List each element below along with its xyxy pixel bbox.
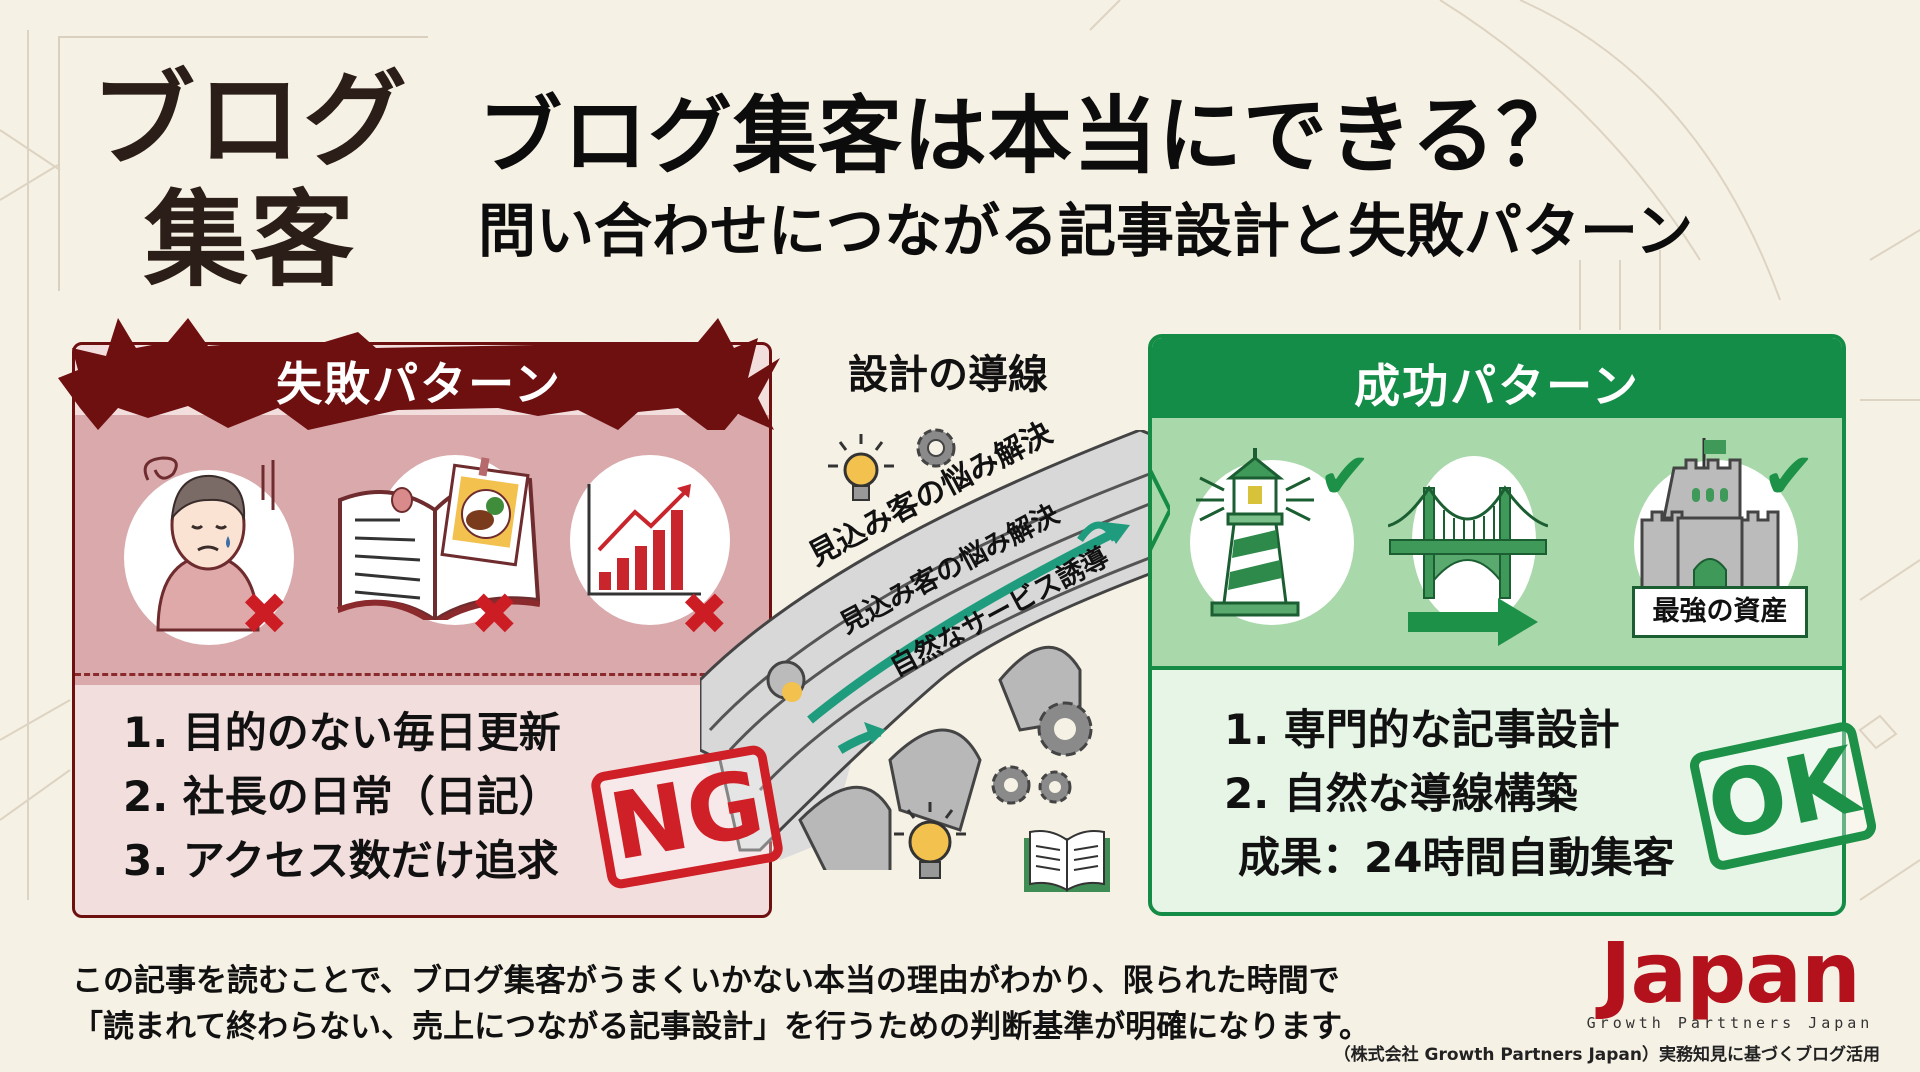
castle-icon — [1640, 438, 1780, 602]
lightbulb-icon — [894, 802, 966, 879]
success-list: 1. 専門的な記事設計 2. 自然な導線構築 成果：24時間自動集客 — [1224, 698, 1674, 890]
check-icon: ✔ — [1318, 440, 1372, 514]
check-icon: ✔ — [1762, 440, 1816, 514]
page-subtitle: 問い合わせにつながる記事設計と失敗パターン — [478, 197, 1694, 265]
tag-frame — [58, 36, 428, 291]
book-icon — [1024, 830, 1110, 892]
cross-icon: ✖ — [240, 580, 289, 648]
cross-icon: ✖ — [680, 580, 729, 648]
bridge-road — [700, 430, 1162, 870]
tag-label: ブログ 集客 — [90, 60, 410, 300]
cross-icon: ✖ — [470, 580, 519, 648]
success-result: 成果：24時間自動集客 — [1238, 833, 1675, 882]
access-chart-icon — [587, 484, 701, 596]
description-line-2: 「読まれて終わらない、売上につながる記事設計」を行うための判断基準が明確になりま… — [72, 1009, 1370, 1045]
castle-label: 最強の資産 — [1632, 586, 1808, 638]
gears-icon — [991, 701, 1093, 805]
diary-book-icon — [336, 457, 540, 620]
logo-tagline: Growth Parttners Japan — [1586, 1014, 1874, 1032]
panel-notch — [1148, 470, 1170, 551]
lighthouse-icon — [1196, 448, 1314, 617]
flow-title: 設計の導線 — [848, 352, 1048, 398]
divider — [75, 673, 769, 676]
fail-item: 2. 社長の日常（日記） — [123, 772, 561, 821]
description: この記事を読むことで、ブログ集客がうまくいかない本当の理由がわかり、限られた時間… — [72, 958, 1370, 1050]
fail-item: 1. 目的のない毎日更新 — [123, 708, 561, 757]
worried-person-icon — [143, 456, 275, 632]
right-arrow-icon — [1408, 598, 1538, 646]
fail-icon-circle — [570, 455, 730, 625]
bridge-icon — [1388, 485, 1548, 599]
company-logo: Japan Growth Parttners Japan — [1580, 924, 1880, 1032]
tag-line-1: ブログ — [90, 59, 409, 181]
credit-text: （株式会社 Growth Partners Japan）実務知見に基づくブログ活… — [1333, 1045, 1880, 1065]
description-line-1: この記事を読むことで、ブログ集客がうまくいかない本当の理由がわかり、限られた時間… — [72, 963, 1340, 999]
success-item: 2. 自然な導線構築 — [1224, 769, 1578, 818]
tag-line-2: 集客 — [143, 179, 356, 301]
logo-wordmark: Japan — [1600, 924, 1861, 1022]
fail-item: 3. アクセス数だけ追求 — [123, 836, 559, 885]
fail-banner: 失敗パターン — [58, 318, 780, 430]
fail-list: 1. 目的のない毎日更新 2. 社長の日常（日記） 3. アクセス数だけ追求 — [123, 701, 561, 893]
gear-icon — [916, 428, 956, 468]
success-panel-title: 成功パターン — [1354, 359, 1640, 413]
success-header: 成功パターン — [1152, 338, 1842, 418]
fail-panel-title: 失敗パターン — [276, 357, 562, 411]
lightbulb-icon — [828, 434, 894, 501]
success-item: 1. 専門的な記事設計 — [1224, 705, 1620, 754]
page-title: ブログ集客は本当にできる？ — [478, 87, 1582, 185]
